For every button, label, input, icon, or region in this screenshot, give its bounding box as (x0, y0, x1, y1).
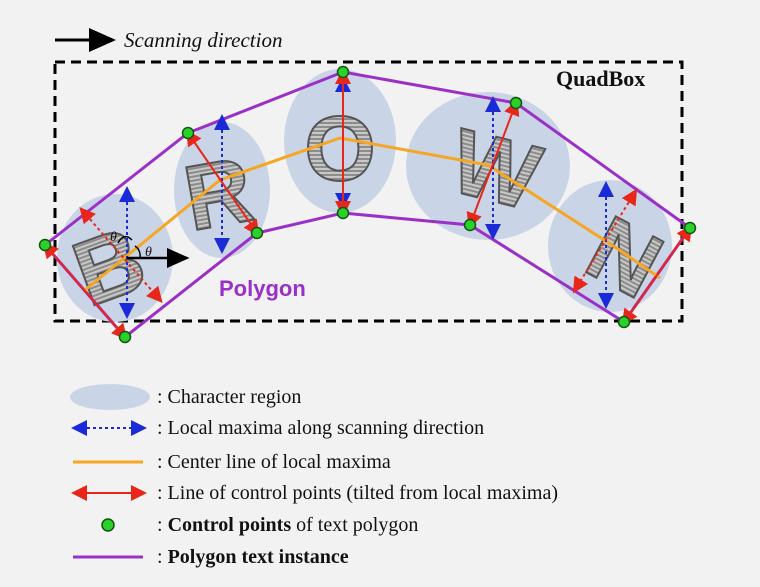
scanning-direction-label: Scanning direction (124, 28, 282, 52)
legend-center-line: : Center line of local maxima (157, 451, 391, 473)
control-lines (42, 68, 693, 341)
legend-control-points: : Control points of text polygon (157, 514, 418, 536)
legend-polygon-instance: : Polygon text instance (157, 546, 349, 568)
legend: : Character region : Local maxima along … (70, 384, 558, 568)
theta-label-1: θ (110, 230, 117, 245)
theta-label-2: θ (145, 245, 152, 260)
theta-annotation: θ θ (110, 230, 190, 268)
letter-o: O (304, 98, 376, 200)
legend-control-point-swatch (101, 518, 115, 532)
legend-character-region: : Character region (157, 386, 301, 408)
legend-control-line: : Line of control points (tilted from lo… (157, 482, 558, 504)
legend-region-swatch (70, 384, 150, 410)
quadbox-label: QuadBox (556, 66, 645, 91)
control-points (38, 65, 697, 344)
polygon-label: Polygon (219, 276, 306, 301)
quadbox-rect (53, 60, 684, 323)
legend-local-maxima: : Local maxima along scanning direction (157, 417, 484, 439)
